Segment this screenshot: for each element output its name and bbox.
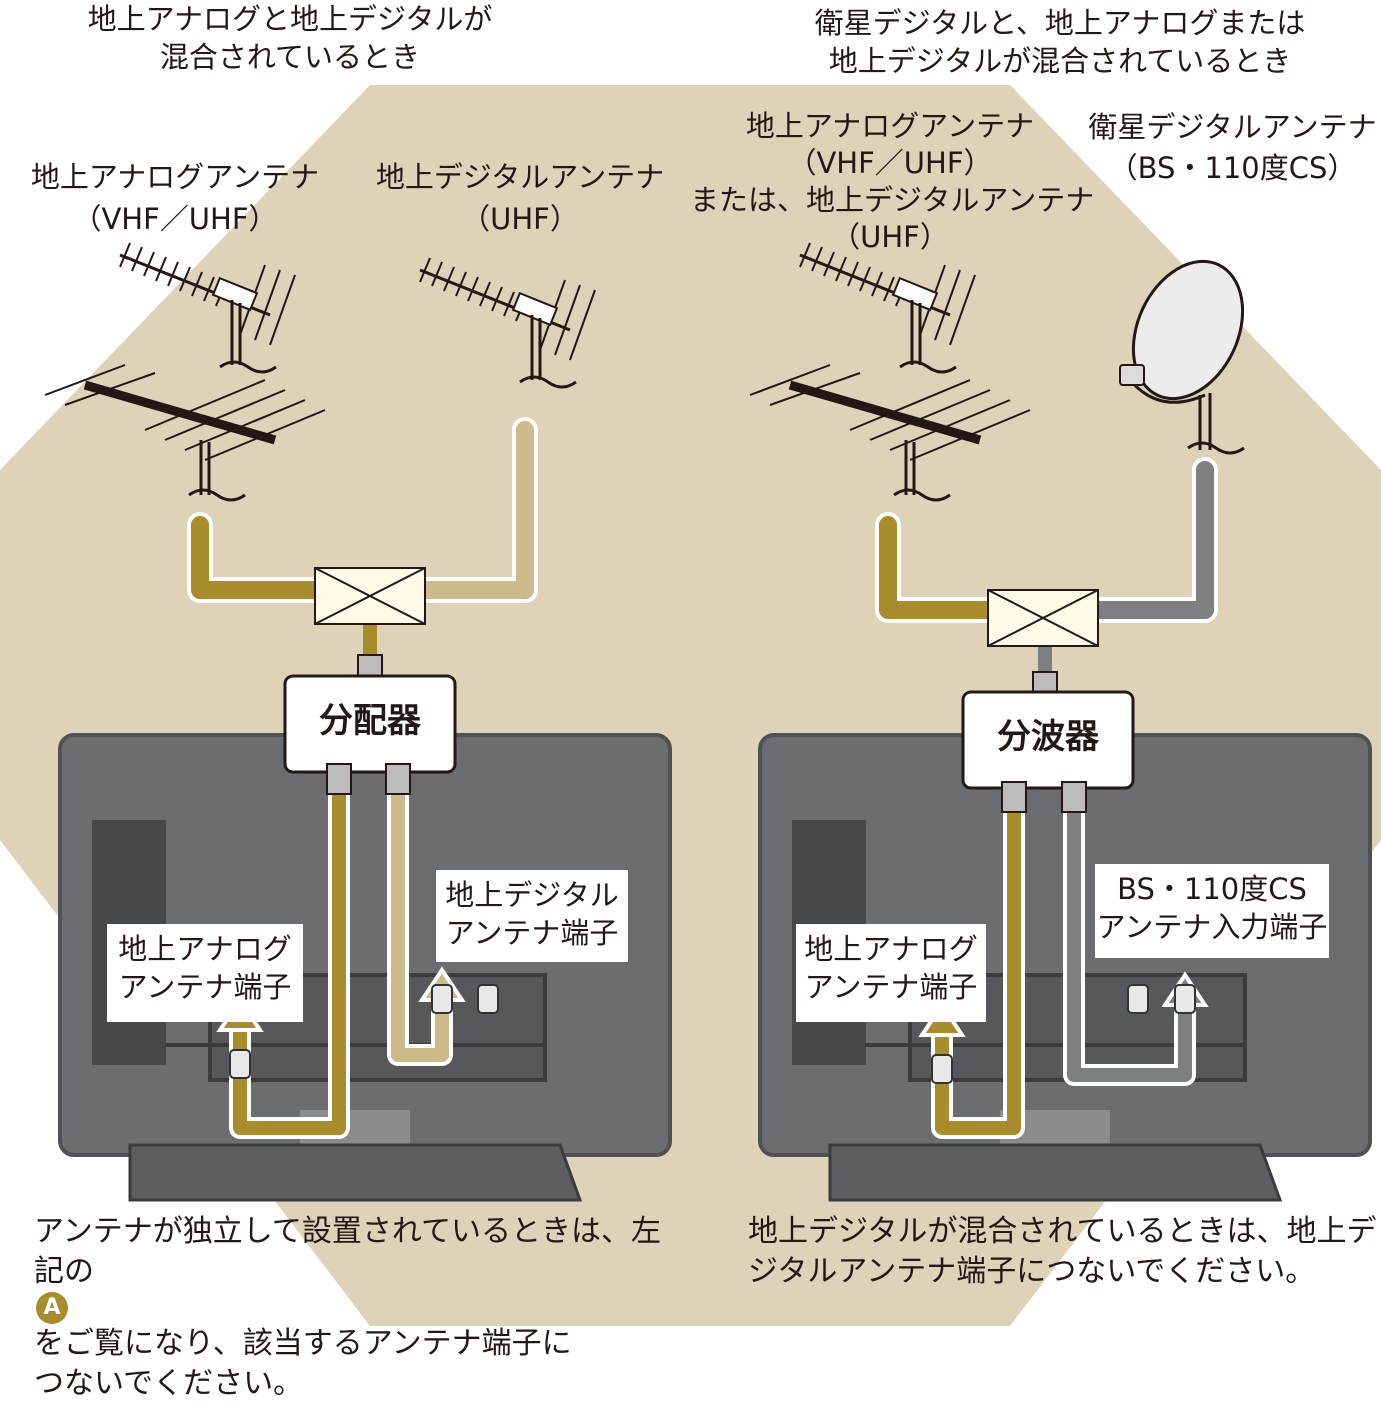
right-analog-terminal-label: 地上アナログ アンテナ端子 bbox=[796, 924, 986, 1022]
left-digital-terminal-label: 地上デジタル アンテナ端子 bbox=[436, 870, 628, 962]
right-mixer-icon bbox=[987, 589, 1099, 647]
right-diplexer-label: 分波器 bbox=[997, 717, 1099, 757]
left-splitter-label: 分配器 bbox=[319, 701, 421, 741]
satellite-dish-icon bbox=[1119, 259, 1245, 455]
right-terrestrial-antenna-label: 地上アナログアンテナ （VHF／UHF） または、地上デジタルアンテナ （UHF… bbox=[690, 109, 1095, 254]
left-digital-antenna-label: 地上デジタルアンテナ （UHF） bbox=[375, 160, 665, 236]
connection-diagram bbox=[0, 85, 1381, 1326]
left-splitter-icon bbox=[283, 654, 457, 795]
left-mixer-icon bbox=[314, 567, 426, 625]
right-diplexer-icon bbox=[961, 671, 1135, 813]
right-note: 地上デジタルが混合されているときは、地上デ ジタルアンテナ端子につないでください… bbox=[748, 1214, 1377, 1289]
right-heading: 衛星デジタルと、地上アナログまたは 地上デジタルが混合されているとき bbox=[814, 6, 1306, 78]
right-satellite-antenna-label: 衛星デジタルアンテナ （BS・110度CS） bbox=[1088, 110, 1377, 185]
badge-a-icon: A bbox=[36, 1292, 68, 1324]
right-bs-terminal-label: BS・110度CS アンテナ入力端子 bbox=[1095, 864, 1329, 958]
left-heading: 地上アナログと地上デジタルが 混合されているとき bbox=[87, 2, 493, 74]
left-analog-antenna-label: 地上アナログアンテナ （VHF／UHF） bbox=[30, 160, 320, 236]
left-analog-terminal-label: 地上アナログ アンテナ端子 bbox=[107, 924, 303, 1022]
